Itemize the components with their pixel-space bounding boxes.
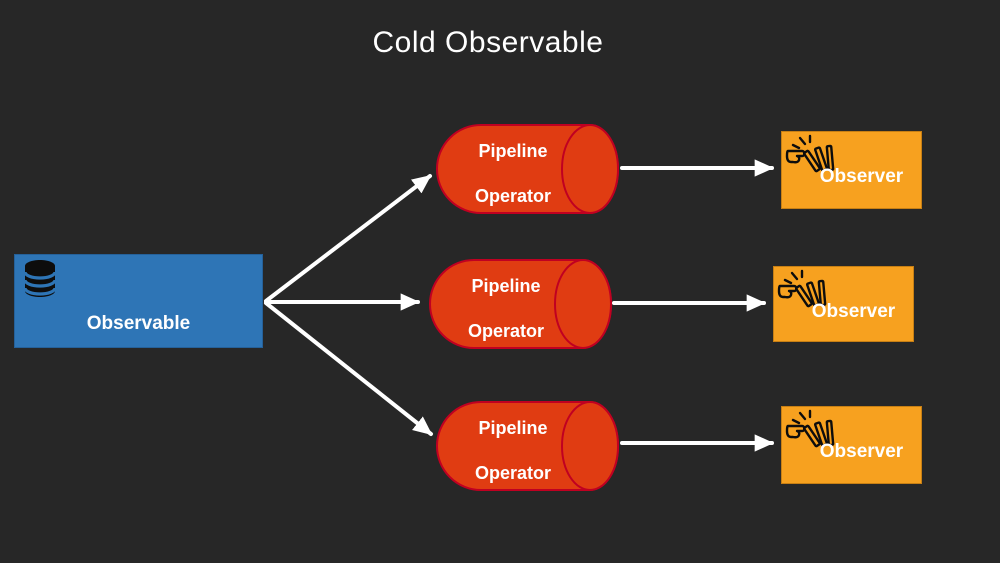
push-dominoes-icon: [785, 134, 835, 173]
pipeline-label-line1: Pipeline: [478, 141, 548, 161]
observer-label: Observer: [819, 441, 904, 462]
pipeline-operator-node-3: Pipeline Operator: [435, 400, 621, 492]
database-icon: [23, 260, 57, 297]
pipeline-operator-node-2: Pipeline Operator: [428, 258, 614, 350]
pipeline-label-line2: Operator: [474, 186, 552, 206]
pipeline-label-line2: Operator: [467, 321, 545, 341]
observer-label: Observer: [811, 301, 896, 322]
pipeline-label-line2: Operator: [474, 463, 552, 483]
observer-node-2: Observer: [773, 266, 914, 342]
arrow-observable-to-pipeline-3: [264, 301, 433, 436]
push-dominoes-icon: [777, 269, 827, 308]
diagram-title: Cold Observable: [372, 26, 604, 59]
cylinder-shape: [429, 259, 612, 349]
observer-node-3: Observer: [781, 406, 922, 484]
cylinder-shape: [436, 401, 619, 491]
observer-label: Observer: [819, 166, 904, 187]
observable-node: Observable: [14, 254, 263, 348]
push-dominoes-icon: [785, 409, 835, 448]
arrow-observable-to-pipeline-1: [264, 174, 432, 303]
observer-node-1: Observer: [781, 131, 922, 209]
observable-label: Observable: [86, 313, 191, 334]
pipeline-operator-node-1: Pipeline Operator: [435, 123, 621, 215]
cylinder-shape: [436, 124, 619, 214]
pipeline-label-line1: Pipeline: [478, 418, 548, 438]
pipeline-label-line1: Pipeline: [471, 276, 541, 296]
